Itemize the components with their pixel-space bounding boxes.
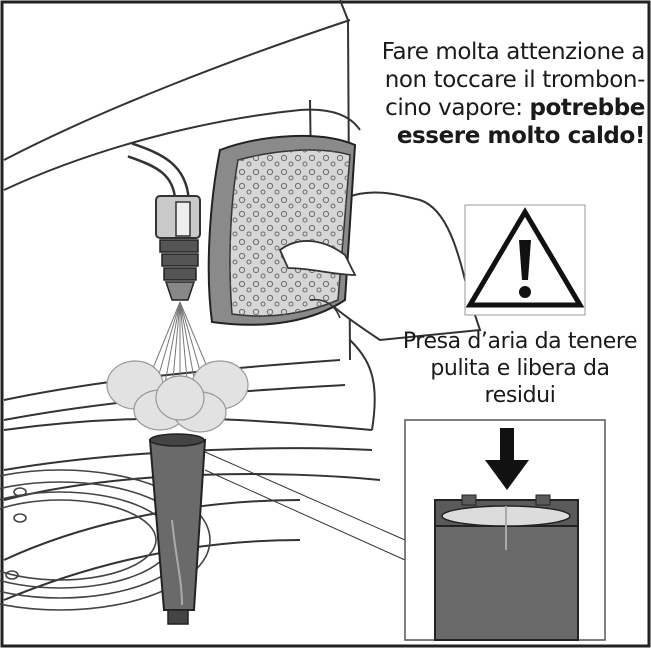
warning-line-2: non toccare il trombon- (384, 67, 646, 93)
warning-line-3-normal: cino vapore: (385, 95, 530, 121)
frother-tube (148, 433, 207, 625)
warning-line-3: cino vapore: potrebbe (355, 94, 645, 122)
arrow-down-icon (485, 428, 529, 490)
intake-line-3: residui (484, 383, 556, 408)
warning-line-3-bold: potrebbe (529, 95, 645, 121)
intake-line-2: pulita e libera da (430, 356, 610, 381)
intake-line-1: Presa d’aria da tenere (402, 329, 638, 354)
steam-cloud (106, 360, 249, 433)
air-intake-caption: Presa d’aria da tenere pulita e libera d… (392, 328, 648, 409)
steam-wand (127, 142, 201, 301)
detail-leader-lines (204, 451, 406, 561)
warning-triangle-icon (464, 204, 586, 316)
hand-with-sponge (207, 134, 482, 342)
air-intake-detail-box (404, 419, 606, 641)
warning-line-1: Fare molta attenzione a (381, 39, 646, 65)
warning-line-4: essere molto caldo! (355, 122, 646, 150)
warning-line-4-bold: essere molto caldo! (396, 123, 646, 149)
warning-caption: Fare molta attenzione a non toccare il t… (355, 38, 646, 150)
